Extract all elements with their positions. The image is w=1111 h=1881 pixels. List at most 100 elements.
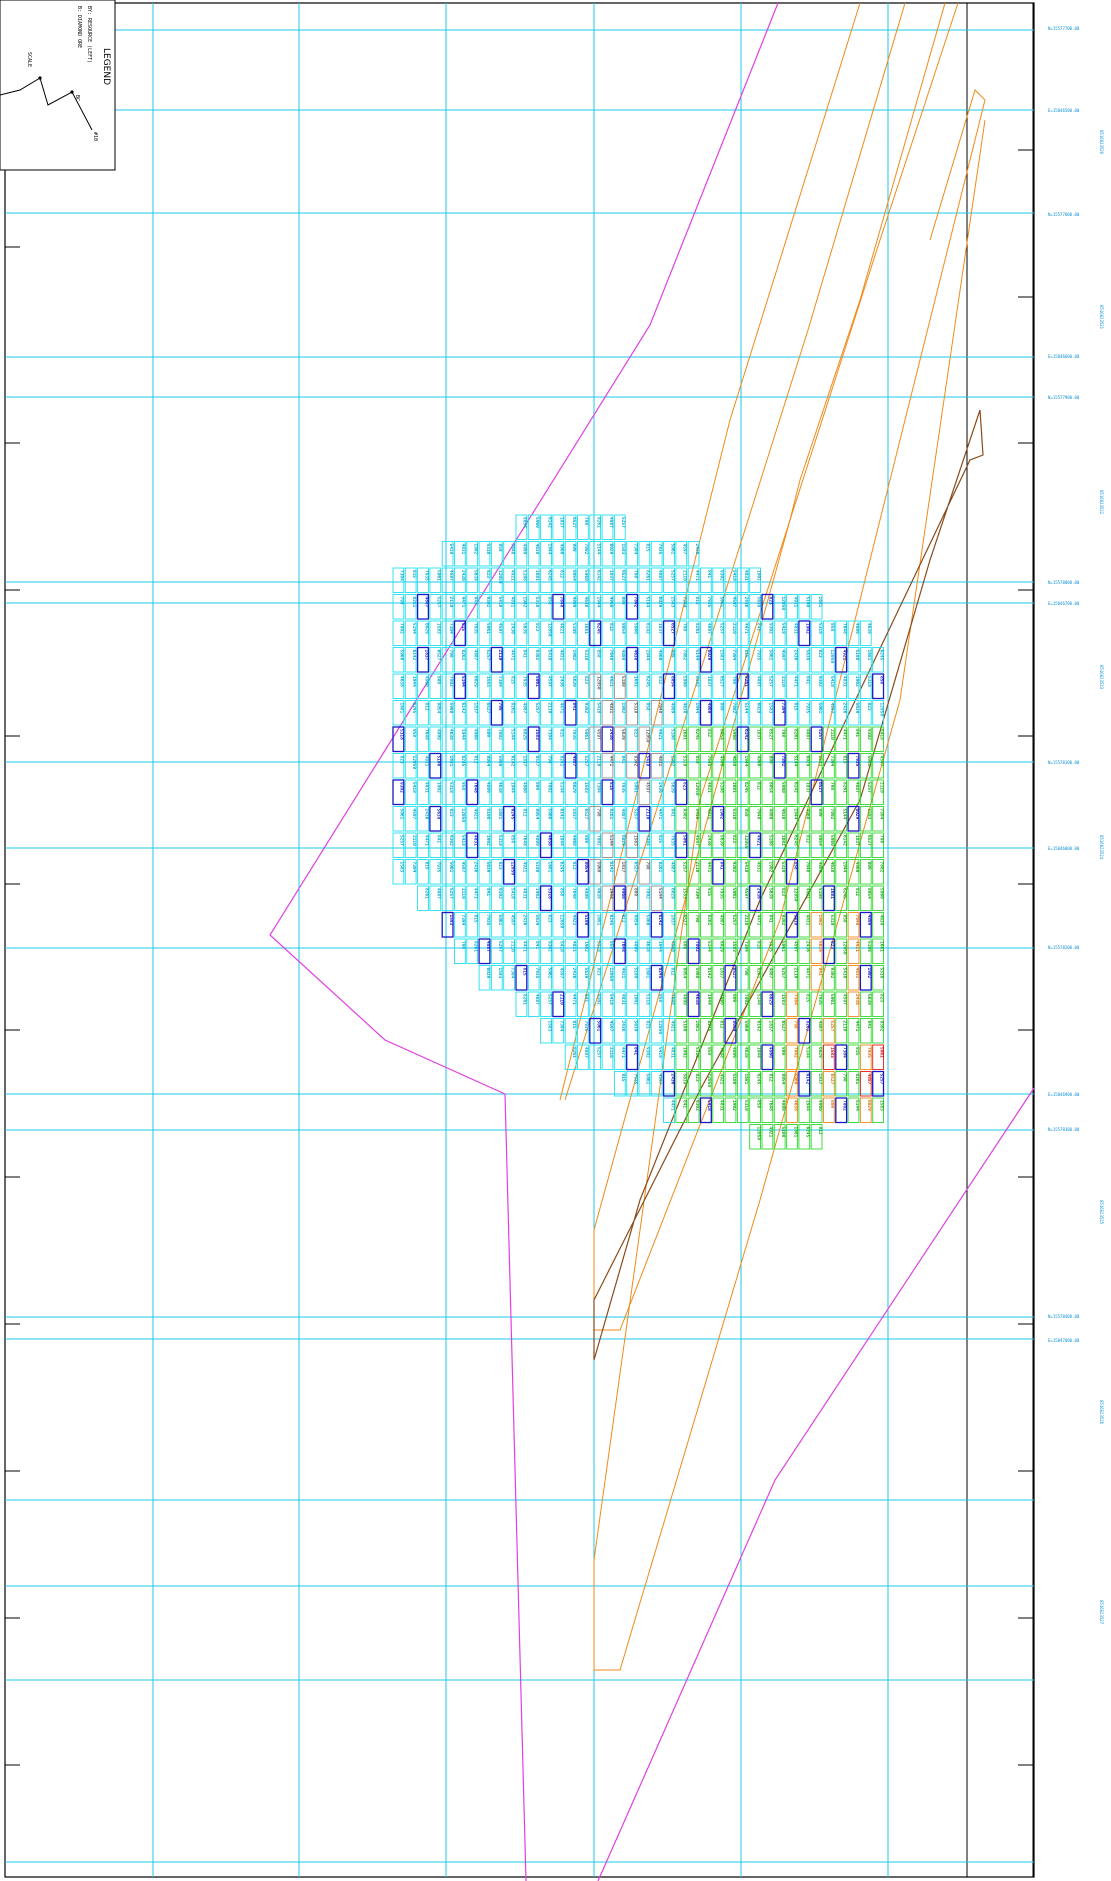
- block-value: 798: [595, 809, 601, 817]
- block-cell: [761, 700, 774, 726]
- block-cell: [872, 859, 884, 885]
- block-cell: [638, 620, 651, 646]
- block-value: 5257: [534, 703, 540, 714]
- block-value: 4809: [620, 650, 626, 661]
- block-cell: [626, 885, 638, 911]
- block-value: 6142: [792, 782, 798, 793]
- block-cell: [712, 885, 725, 911]
- block-value: 798: [460, 941, 466, 949]
- block-value: 4831: [805, 915, 811, 926]
- block-value: 1583: [632, 835, 638, 846]
- block-cell: [859, 753, 872, 779]
- block-value: 1681: [829, 888, 835, 899]
- block-value: 4471: [854, 1021, 860, 1032]
- block-value: 7935: [522, 676, 528, 687]
- block-cell: [847, 700, 860, 726]
- block-cell: [429, 726, 442, 752]
- block-value: 7648: [608, 650, 614, 661]
- block-value: 5318: [546, 888, 552, 899]
- block-value: 815: [472, 915, 478, 923]
- block-cell: [847, 647, 860, 673]
- block-value: 5257: [817, 729, 823, 740]
- block-cell: [638, 805, 651, 832]
- block-cell: [687, 779, 700, 805]
- block-value: 4638: [866, 623, 872, 634]
- block-value: 7648: [559, 597, 565, 608]
- block-cell: [503, 726, 515, 752]
- block-value: 2436: [792, 650, 798, 661]
- block-value: 7304: [731, 650, 737, 661]
- block-cell: [699, 699, 712, 726]
- block-value: 815: [509, 676, 515, 684]
- block-cell: [564, 647, 577, 673]
- block-cell: [700, 1071, 712, 1097]
- block-cell: [626, 965, 638, 991]
- block-value: 4638: [878, 915, 884, 926]
- block-value: 6245: [841, 888, 847, 899]
- block-value: 7935: [583, 1021, 589, 1032]
- block-value: 809: [620, 597, 626, 605]
- block-value: 1583: [485, 676, 491, 687]
- block-cell: [552, 938, 565, 964]
- block-value: 1902: [731, 1100, 737, 1111]
- block-value: 5144: [792, 756, 798, 767]
- block-cell: [810, 806, 823, 832]
- block-cell: [761, 779, 774, 805]
- block-cell: [417, 620, 429, 646]
- block-value: 2436: [620, 1021, 626, 1032]
- block-value: 2110: [878, 782, 884, 793]
- block-cell: [503, 753, 515, 779]
- block-cell: [454, 806, 466, 832]
- block-cell: [773, 912, 786, 938]
- block-cell: [810, 1044, 823, 1070]
- block-value: 5144: [460, 676, 466, 687]
- sheet-code-7: 8516823526: [1099, 1400, 1104, 1425]
- block-cell: [490, 938, 503, 964]
- block-cell: [675, 647, 688, 673]
- block-cell: [650, 991, 663, 1017]
- block-value: 12050: [608, 968, 614, 982]
- block-value: 4831: [743, 570, 749, 581]
- block-cell: [613, 647, 626, 673]
- block-cell: [835, 753, 848, 779]
- block-value: 4921: [571, 915, 577, 926]
- block-value: 12050: [841, 941, 847, 955]
- block-value: 12050: [694, 782, 700, 796]
- block-cell: [687, 594, 700, 620]
- block-value: 4638: [645, 941, 651, 952]
- block-value: 4638: [632, 650, 638, 661]
- block-cell: [490, 699, 503, 726]
- block-cell: [650, 541, 663, 567]
- block-value: 1837: [755, 729, 761, 740]
- block-value: 809: [718, 703, 724, 711]
- block-cell: [441, 620, 454, 646]
- block-cell: [454, 647, 466, 673]
- block-cell: [724, 806, 737, 832]
- block-cell: [761, 726, 774, 752]
- block-cell: [835, 1071, 848, 1097]
- block-value: 798: [448, 650, 454, 658]
- block-cell: [675, 673, 688, 699]
- block-value: 5318: [743, 1100, 749, 1111]
- block-value: 7935: [472, 623, 478, 634]
- block-cell: [613, 1044, 626, 1070]
- block-value: 812: [559, 570, 565, 578]
- map-frame: [4, 2, 1035, 1878]
- block-value: 4921: [805, 888, 811, 899]
- block-value: 4831: [423, 782, 429, 793]
- block-value: 815: [571, 1021, 577, 1029]
- block-value: 1583: [436, 623, 442, 634]
- legend-line-3: SCALE: [26, 52, 32, 67]
- block-cell: [478, 938, 491, 965]
- block-value: 4887: [522, 703, 528, 714]
- block-value: 809: [436, 676, 442, 684]
- block-cell: [663, 567, 675, 593]
- block-value: 798: [546, 756, 552, 764]
- block-value: 5318: [780, 862, 786, 873]
- block-cell: [552, 885, 565, 911]
- block-cell: [823, 647, 835, 673]
- block-value: 5960: [792, 1074, 798, 1085]
- block-cell: [601, 673, 614, 699]
- block-cell: [577, 1018, 589, 1044]
